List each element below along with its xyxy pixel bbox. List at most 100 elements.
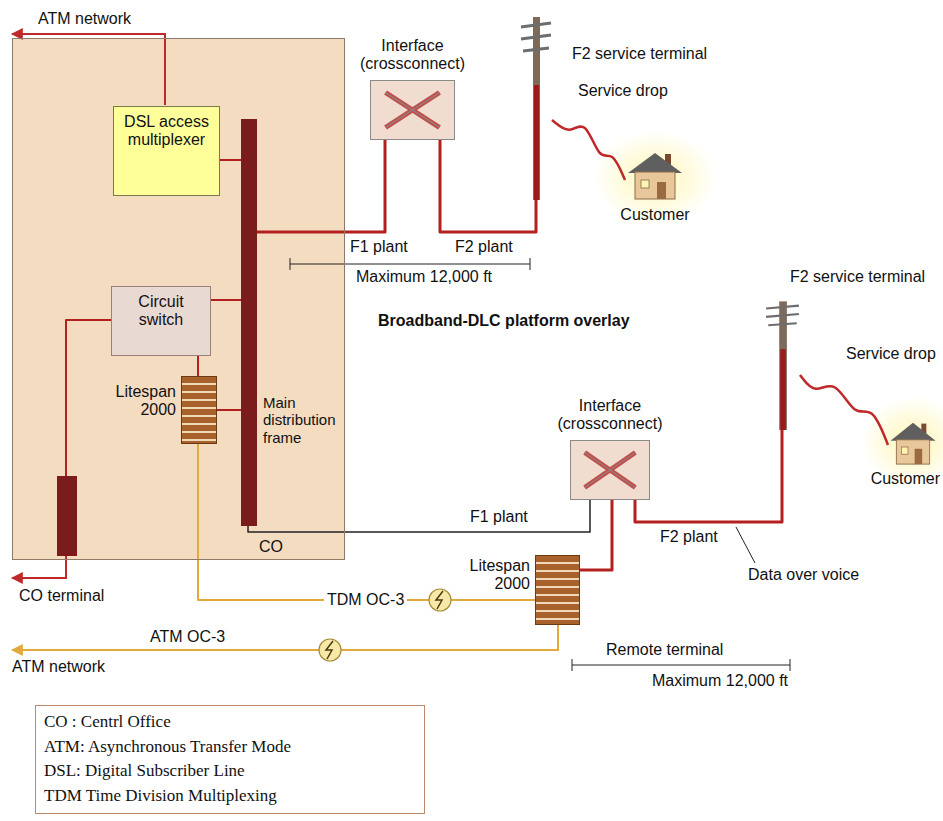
node-label: Interface (crossconnect) bbox=[353, 37, 473, 74]
text-holder: Customer bbox=[620, 206, 689, 224]
litespan-shelf: Litespan 2000 bbox=[181, 376, 217, 444]
legend-row: CO : Centrl Office bbox=[44, 710, 416, 735]
text-holder: Main distribution frame bbox=[263, 394, 347, 446]
node-label: Litespan 2000 bbox=[460, 557, 530, 594]
plant-label: F2 plant bbox=[455, 238, 513, 256]
note-label: Data over voice bbox=[748, 566, 859, 584]
connector-line bbox=[220, 159, 241, 161]
node-label: Main distribution frame bbox=[263, 394, 347, 446]
network-label: ATM network bbox=[38, 10, 131, 28]
house-glow bbox=[861, 396, 943, 488]
dimension-label: Maximum 12,000 ft bbox=[356, 268, 492, 286]
circuit-switch: Circuit switch bbox=[111, 286, 211, 356]
node-label: CO terminal bbox=[19, 587, 104, 605]
connector-line bbox=[211, 299, 241, 301]
utility-pole bbox=[765, 300, 800, 430]
legend-text: CO : Centrl Office bbox=[44, 710, 171, 735]
text-holder: Remote terminal bbox=[606, 641, 723, 659]
node-label: Remote terminal bbox=[606, 641, 723, 659]
dimension-label: Maximum 12,000 ft bbox=[652, 672, 788, 690]
dimension-line bbox=[290, 258, 790, 671]
atm-oc3-line bbox=[12, 625, 558, 650]
text-holder: Circuit switch bbox=[125, 293, 197, 330]
crossconnect-interface: Interface (crossconnect) bbox=[570, 440, 650, 500]
node-label: F2 service terminal bbox=[790, 268, 925, 286]
service-drop-label: Service drop bbox=[578, 82, 668, 100]
plant-label: F1 plant bbox=[470, 508, 528, 526]
customer-house: Customer bbox=[625, 150, 685, 200]
co-terminal-line bbox=[12, 555, 66, 578]
house-glow bbox=[593, 130, 717, 226]
co-terminal: CO terminal bbox=[57, 476, 77, 556]
text-holder: Interface (crossconnect) bbox=[353, 37, 473, 74]
node-label: CO bbox=[259, 538, 283, 556]
utility-pole bbox=[520, 15, 552, 200]
dsl-access-multiplexer: DSL access multiplexer bbox=[113, 106, 220, 196]
connector-line bbox=[66, 320, 111, 476]
crossconnect-symbol bbox=[571, 441, 649, 499]
radio-link-symbol bbox=[319, 589, 451, 661]
service-terminal-pole: F2 service terminal bbox=[520, 15, 552, 200]
legend-text: DSL: Digital Subscriber Line bbox=[44, 759, 245, 784]
node-label: Customer bbox=[871, 470, 940, 488]
text-holder: Interface (crossconnect) bbox=[550, 397, 670, 434]
plant-label: F2 plant bbox=[455, 238, 513, 256]
section-title: Broadband-DLC platform overlay bbox=[378, 312, 630, 330]
service-drop-label: Service drop bbox=[846, 345, 936, 363]
legend-row: TDM Time Division Multiplexing bbox=[44, 784, 416, 809]
connector-line bbox=[440, 140, 536, 232]
plant-label: F2 plant bbox=[660, 528, 718, 546]
connector-line bbox=[257, 140, 385, 232]
connector-line bbox=[800, 375, 888, 445]
connector-line bbox=[580, 500, 612, 570]
text-holder: F2 service terminal bbox=[790, 268, 925, 286]
legend-text: TDM Time Division Multiplexing bbox=[44, 784, 277, 809]
node-label: Customer bbox=[620, 206, 689, 224]
plant-label: F1 plant bbox=[470, 508, 528, 526]
service-drop-label: Service drop bbox=[846, 345, 936, 363]
service-terminal-pole: F2 service terminal bbox=[765, 300, 800, 430]
link-label: TDM OC-3 bbox=[324, 591, 407, 609]
text-holder: Litespan 2000 bbox=[106, 383, 176, 420]
node-label: Interface (crossconnect) bbox=[550, 397, 670, 434]
text-holder: F2 service terminal bbox=[572, 45, 707, 63]
connector-line bbox=[635, 430, 782, 522]
text-holder: CO bbox=[259, 538, 283, 556]
legend-row: DSL: Digital Subscriber Line bbox=[44, 759, 416, 784]
leader-line bbox=[736, 527, 755, 563]
text-holder: DSL access multiplexer bbox=[118, 113, 215, 150]
plant-label: F2 plant bbox=[660, 528, 718, 546]
dimension-label: Maximum 12,000 ft bbox=[356, 268, 492, 286]
customer-house: Customer bbox=[888, 420, 938, 465]
node-label: Circuit switch bbox=[125, 293, 197, 330]
crossconnect-interface: Interface (crossconnect) bbox=[370, 80, 455, 140]
litespan-remote-terminal: Litespan 2000Remote terminal bbox=[535, 555, 580, 625]
link-label: ATM OC-3 bbox=[150, 628, 225, 646]
central-office: CO DSL access multiplexerCircuit switchLi… bbox=[12, 38, 345, 560]
node-label: DSL access multiplexer bbox=[118, 113, 215, 150]
legend-box: CO : Centrl OfficeATM: Asynchronous Tran… bbox=[35, 705, 425, 814]
house-icon bbox=[888, 420, 938, 465]
connector-line bbox=[217, 409, 241, 411]
connector-line bbox=[197, 356, 199, 376]
network-label: ATM network bbox=[12, 658, 105, 676]
house-icon bbox=[625, 150, 685, 200]
central-office-fill bbox=[12, 38, 345, 560]
legend-text: ATM: Asynchronous Transfer Mode bbox=[44, 735, 291, 760]
connector-line bbox=[552, 120, 625, 180]
section-title: Broadband-DLC platform overlay bbox=[378, 312, 630, 330]
note-label: Data over voice bbox=[748, 566, 859, 584]
text-holder: Customer bbox=[871, 470, 940, 488]
link-label-holder: TDM OC-3 bbox=[324, 591, 407, 609]
network-label: ATM network bbox=[12, 658, 105, 676]
plant-label: F1 plant bbox=[350, 238, 408, 256]
plant-label: F1 plant bbox=[350, 238, 408, 256]
connector-line bbox=[248, 500, 590, 532]
node-label: F2 service terminal bbox=[572, 45, 707, 63]
text-holder: CO terminal bbox=[19, 587, 104, 605]
legend-row: ATM: Asynchronous Transfer Mode bbox=[44, 735, 416, 760]
link-label: ATM OC-3 bbox=[150, 628, 225, 646]
node-label: Litespan 2000 bbox=[106, 383, 176, 420]
service-drop-label: Service drop bbox=[578, 82, 668, 100]
network-label: ATM network bbox=[38, 10, 131, 28]
